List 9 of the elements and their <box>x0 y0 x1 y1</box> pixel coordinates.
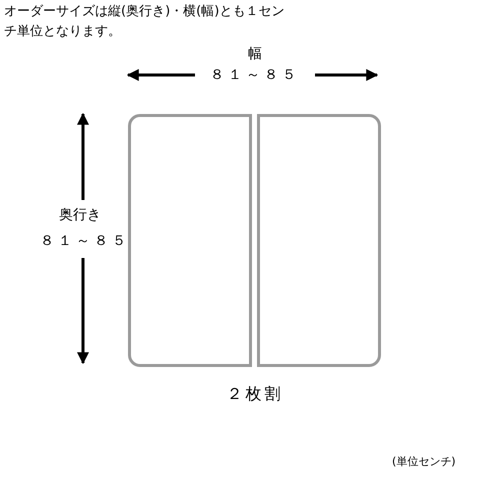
dimension-value: ８１～８５ <box>40 232 130 251</box>
caption: ２枚割 <box>226 384 284 404</box>
dimension-value: ８１～８５ <box>209 66 301 85</box>
panel <box>128 114 252 367</box>
dimension-label: 幅 <box>247 45 263 64</box>
dimension-label: 奥行き <box>58 206 102 225</box>
unit-note: (単位センチ) <box>392 454 457 470</box>
note-text: オーダーサイズは縦(奥行き)・横(幅)とも１センチ単位となります。 <box>4 3 286 41</box>
panel <box>257 114 381 367</box>
